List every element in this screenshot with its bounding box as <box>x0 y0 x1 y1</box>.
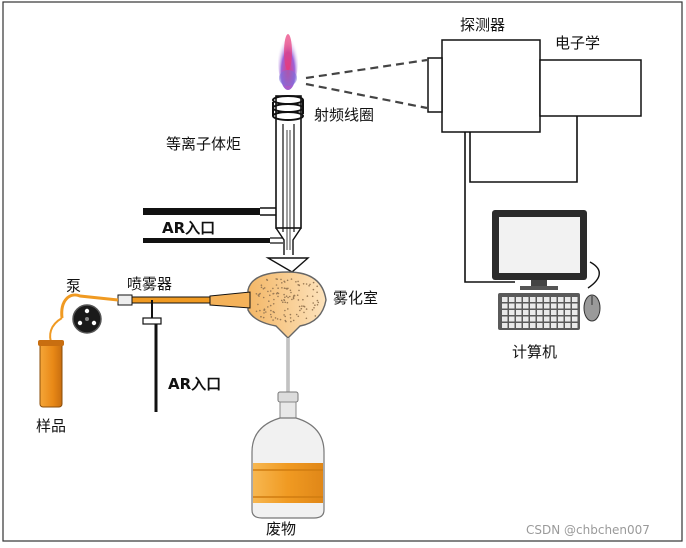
label-rf-coil: 射频线圈 <box>314 106 374 124</box>
label-computer: 计算机 <box>512 343 557 361</box>
label-spray-chamber: 雾化室 <box>333 289 378 307</box>
monitor-stand <box>531 280 547 286</box>
label-pump: 泵 <box>66 277 81 295</box>
detector-inlet <box>427 57 443 113</box>
rf-coil <box>272 95 304 121</box>
data-cables <box>464 116 578 283</box>
monitor-screen <box>499 217 580 273</box>
mouse-icon <box>583 294 601 322</box>
sample-tube <box>38 317 64 408</box>
nebulizer <box>117 291 251 412</box>
computer <box>492 210 601 330</box>
label-nebulizer: 喷雾器 <box>127 275 172 293</box>
watermark: CSDN @chbchen007 <box>526 523 650 537</box>
label-sample: 样品 <box>36 417 66 435</box>
spray-chamber <box>247 257 327 392</box>
plasma-flame <box>278 30 298 90</box>
waste-bottle <box>251 391 325 519</box>
monitor-base <box>520 286 558 290</box>
label-ar-inlet-top: AR入口 <box>162 219 215 237</box>
aerosol-dots <box>255 278 320 323</box>
label-detector: 探测器 <box>460 16 505 34</box>
keyboard-keys <box>502 297 578 328</box>
electronics-box <box>539 59 642 117</box>
plasma-torch <box>275 95 302 255</box>
label-torch: 等离子体炬 <box>166 135 241 153</box>
ar-inlet-top-pipes <box>143 207 283 244</box>
ion-beam <box>305 58 428 110</box>
label-waste: 废物 <box>266 520 296 538</box>
label-electronics: 电子学 <box>555 34 600 52</box>
detector-unit <box>427 39 642 133</box>
detector-box <box>441 39 541 133</box>
mouse-cable <box>587 261 600 289</box>
label-ar-inlet-bottom: AR入口 <box>168 375 221 393</box>
peristaltic-pump <box>60 293 119 334</box>
